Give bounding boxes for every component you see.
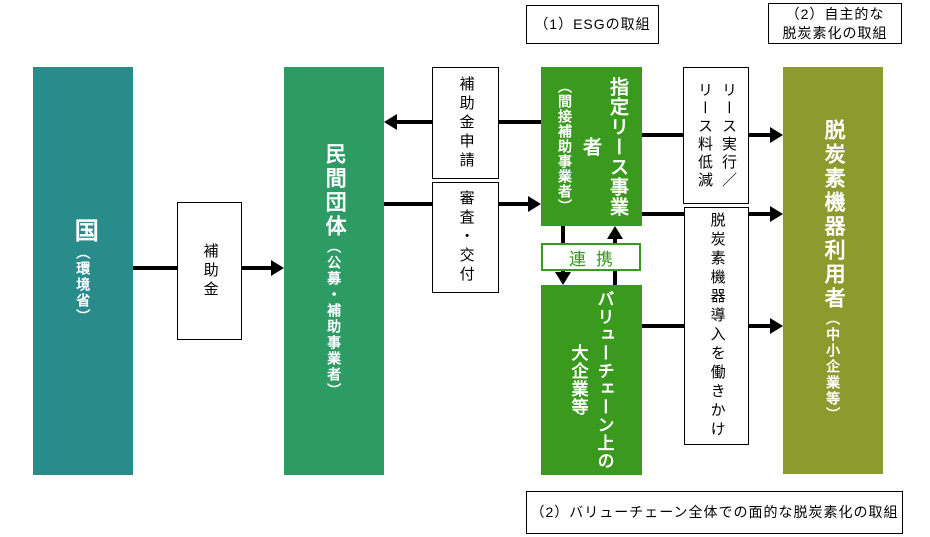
private-org-subtitle: （公募・補助事業者） [326,239,343,399]
arrowhead-right-icon [770,206,783,222]
label-lease-execution-text: リース実行／ リース料低減 [692,82,740,190]
label-cooperation: 連携 [541,243,641,271]
label-lease-execution: リース実行／ リース料低減 [683,67,749,204]
annotation-valuechain-wide: （2）バリューチェーン全体での面的な脱炭素化の取組 [526,491,903,534]
lease-execution-line1: リース実行／ [720,81,737,190]
node-private-org-text: 民間団体（公募・補助事業者） [320,143,348,399]
label-subsidy-application: 補助金申請 [432,67,499,179]
annotation-voluntary-line1: （2）自主的な [785,5,885,22]
lease-execution-line2: リース料低減 [696,81,713,190]
arrowhead-up-icon [607,226,623,239]
node-value-chain: バリューチェーン上の大企業等 [541,285,642,475]
arrowhead-down-icon [555,272,571,285]
node-country-text: 国（環境省） [67,218,99,325]
node-value-chain-text: バリューチェーン上の大企業等 [566,290,618,470]
label-equipment-push-text: 脱炭素機器導入を働きかけ [708,212,726,440]
arrowhead-right-icon [528,196,541,212]
node-lease-operator: 指定リース事業者 （間接補助事業者） [541,67,642,226]
label-equipment-push: 脱炭素機器導入を働きかけ [684,207,749,445]
label-review-grant-text: 審査・交付 [457,190,475,285]
value-chain-title: バリューチェーン上の [594,290,614,470]
label-subsidy: 補助金 [177,202,242,340]
country-subtitle: （環境省） [75,244,92,325]
lease-operator-subtitle: （間接補助事業者） [557,79,573,214]
annotation-valuechain-wide-text: （2）バリューチェーン全体での面的な脱炭素化の取組 [530,504,899,520]
arrowhead-right-icon [770,318,783,334]
label-subsidy-application-text: 補助金申請 [457,75,475,171]
node-equipment-user: 脱炭素機器利用者（中小企業等） [783,67,883,474]
annotation-voluntary-line2: 脱炭素化の取組 [782,24,888,41]
arrowhead-left-icon [384,114,397,130]
equipment-user-title: 脱炭素機器利用者 [822,118,846,311]
annotation-esg-text: （1）ESGの取組 [534,16,651,32]
label-subsidy-text: 補助金 [201,242,219,300]
annotation-voluntary: （2）自主的な脱炭素化の取組 [768,3,902,44]
arrowhead-right-icon [770,127,783,143]
arrowhead-right-icon [271,260,284,276]
node-country: 国（環境省） [33,67,133,475]
private-org-title: 民間団体 [323,143,347,239]
lease-operator-title: 指定リース事業者 [580,76,628,217]
label-review-grant: 審査・交付 [432,182,499,293]
label-cooperation-text: 連携 [569,249,623,269]
node-private-org: 民間団体（公募・補助事業者） [284,67,384,475]
value-chain-subtitle: 大企業等 [568,344,588,416]
equipment-user-subtitle: （中小企業等） [825,310,842,423]
node-equipment-user-text: 脱炭素機器利用者（中小企業等） [819,119,847,423]
annotation-voluntary-text: （2）自主的な脱炭素化の取組 [783,5,888,43]
annotation-esg: （1）ESGの取組 [526,5,659,44]
node-lease-operator-text: 指定リース事業者 （間接補助事業者） [552,67,631,226]
country-title: 国 [70,217,98,245]
